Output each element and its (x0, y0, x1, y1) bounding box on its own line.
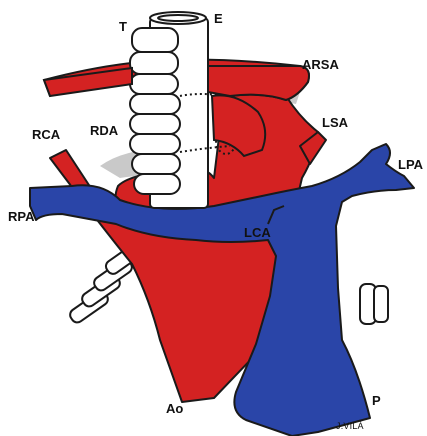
label-arsa: ARSA (302, 58, 339, 71)
label-lca: LCA (244, 226, 271, 239)
trachea-ring (130, 94, 180, 114)
label-ao: Ao (166, 402, 183, 415)
trachea-ring (130, 74, 178, 94)
label-lpa: LPA (398, 158, 423, 171)
trachea-ring (130, 134, 180, 154)
label-rca: RCA (32, 128, 60, 141)
label-rda: RDA (90, 124, 118, 137)
trachea-ring (130, 52, 178, 74)
trachea-ring (132, 154, 180, 174)
label-t: T (119, 20, 127, 33)
right-bone-stack (360, 284, 388, 324)
artist-signature: J.VILÀ (336, 422, 364, 431)
trachea-ring (134, 174, 180, 194)
label-e: E (214, 12, 223, 25)
trachea-ring (130, 114, 180, 134)
label-lsa: LSA (322, 116, 348, 129)
label-rpa: RPA (8, 210, 34, 223)
label-p: P (372, 394, 381, 407)
trachea-ring (132, 28, 178, 52)
